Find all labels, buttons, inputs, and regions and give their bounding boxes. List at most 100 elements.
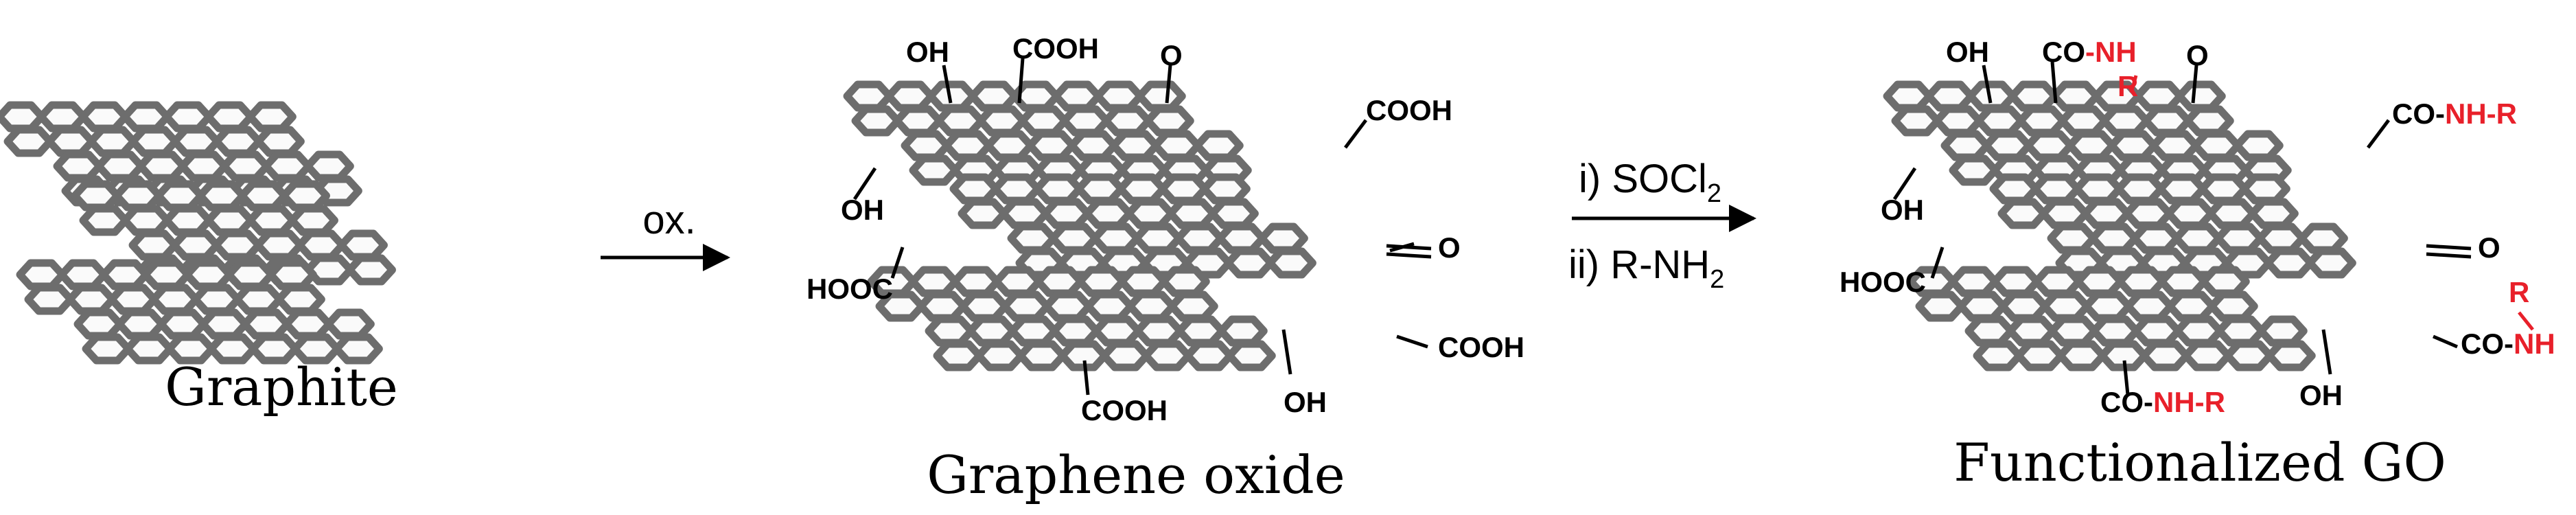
hexagon-ring	[2031, 173, 2082, 205]
hexagon-ring	[2017, 105, 2067, 137]
graphite-caption: Graphite	[165, 356, 398, 417]
hexagon-ring	[2124, 290, 2174, 322]
hexagon-ring	[993, 266, 1043, 297]
hexagon-ring	[73, 308, 124, 340]
hexagon-ring	[933, 340, 984, 371]
hexagon-ring	[87, 126, 138, 157]
hexagon-ring	[150, 284, 200, 315]
hexagon-ring	[141, 259, 192, 290]
hexagon-ring	[1225, 247, 1275, 279]
hexagon-ring	[266, 259, 317, 290]
hexagon-ring	[254, 126, 305, 157]
fgo-oh-bottom: OH	[2299, 379, 2343, 411]
go-cooh-top: COOH	[1012, 32, 1099, 65]
hexagon-ring	[262, 150, 312, 182]
hexagon-ring	[2074, 266, 2125, 297]
hexagon-ring	[1102, 105, 1152, 137]
hexagon-ring	[79, 101, 130, 133]
hexagon-ring	[851, 105, 902, 137]
hexagon-ring	[2256, 222, 2306, 254]
hexagon-ring	[975, 340, 1025, 371]
hexagon-ring	[58, 259, 108, 290]
hexagon-ring	[968, 80, 1019, 112]
hexagon-ring	[2183, 105, 2234, 137]
hexagon-ring	[192, 284, 242, 315]
hexagon-ring	[2006, 315, 2057, 347]
hexagon-ring	[1964, 315, 2015, 347]
hexagon-ring	[332, 333, 383, 365]
hexagon-ring	[2081, 198, 2132, 229]
hexagon-ring	[1883, 80, 1934, 112]
hexagon-ring	[1007, 222, 1058, 254]
hexagon-ring	[2090, 315, 2141, 347]
hexagon-ring	[1216, 222, 1266, 254]
hexagon-ring	[2133, 80, 2184, 112]
hexagon-ring	[1060, 105, 1111, 137]
hexagon-ring	[2058, 105, 2109, 137]
hexagon-ring	[0, 101, 46, 133]
hexagon-ring	[346, 254, 396, 286]
hexagon-ring	[2257, 315, 2308, 347]
hexagon-ring	[246, 205, 297, 236]
hexagon-ring	[163, 101, 213, 133]
hexagon-ring	[1949, 154, 1999, 186]
hexagon-ring	[82, 333, 132, 365]
hexagon-ring	[1092, 315, 1143, 347]
hexagon-ring	[238, 180, 289, 211]
hexagon-ring	[1891, 105, 1942, 137]
hexagon-ring	[1041, 198, 1092, 229]
go-oh-bottom: OH	[1284, 386, 1327, 418]
hexagon-ring	[2265, 340, 2316, 371]
go-sheet-middle	[949, 173, 1316, 279]
reagent-step-1: i) SOCl2	[1579, 157, 1721, 208]
hexagon-ring	[205, 205, 255, 236]
go-cooh-bottom: COOH	[1081, 394, 1168, 426]
hexagon-ring	[1052, 80, 1102, 112]
fgo-ketone-top: O	[2186, 39, 2209, 71]
hexagon-ring	[2140, 340, 2191, 371]
hexagon-ring	[79, 205, 130, 236]
hexagon-ring	[137, 150, 187, 182]
hexagon-ring	[843, 80, 894, 112]
fgo-nh-r-bond-right	[2518, 311, 2534, 331]
hexagon-ring	[2175, 80, 2226, 112]
hexagon-ring	[1049, 222, 1100, 254]
hexagon-ring	[1966, 80, 2017, 112]
hexagon-ring	[1159, 173, 1209, 205]
hexagon-ring	[212, 229, 263, 261]
oxidation-label: ox.	[642, 198, 695, 242]
go-oh-top: OH	[906, 36, 949, 68]
fgo-r-top: R	[2117, 70, 2138, 102]
hexagon-ring	[1225, 340, 1276, 371]
hexagon-ring	[128, 229, 179, 261]
graphene-oxide-structure: OH COOH O COOH OH O HOOC COOH COOH OH	[807, 32, 1524, 426]
hexagon-ring	[1001, 290, 1052, 322]
hexagon-ring	[935, 105, 986, 137]
hexagon-ring	[2191, 130, 2242, 161]
hexagon-ring	[2131, 222, 2181, 254]
hexagon-ring	[1017, 340, 1067, 371]
hexagon-ring	[183, 259, 234, 290]
hexagon-ring	[901, 130, 951, 161]
hexagon-ring	[1174, 222, 1225, 254]
hexagon-ring	[170, 229, 221, 261]
graphite-structure	[0, 101, 396, 365]
hexagon-ring	[2048, 315, 2099, 347]
hexagon-ring	[2066, 130, 2117, 161]
hexagon-ring	[1133, 222, 1183, 254]
hexagon-ring	[1093, 80, 1144, 112]
hexagon-ring	[2157, 266, 2208, 297]
hexagon-ring	[2207, 290, 2258, 322]
hexagon-ring	[2215, 315, 2266, 347]
hexagon-ring	[2039, 198, 2090, 229]
hexagon-ring	[24, 284, 75, 315]
hexagon-ring	[163, 205, 213, 236]
go-ketone-right: O	[1438, 231, 1461, 264]
hexagon-ring	[66, 284, 117, 315]
hexagon-ring	[984, 130, 1035, 161]
hexagon-ring	[2089, 222, 2139, 254]
hexagon-ring	[275, 284, 325, 315]
hexagon-ring	[2198, 173, 2249, 205]
hexagon-ring	[2248, 198, 2299, 229]
hexagon-ring	[2015, 340, 2065, 371]
